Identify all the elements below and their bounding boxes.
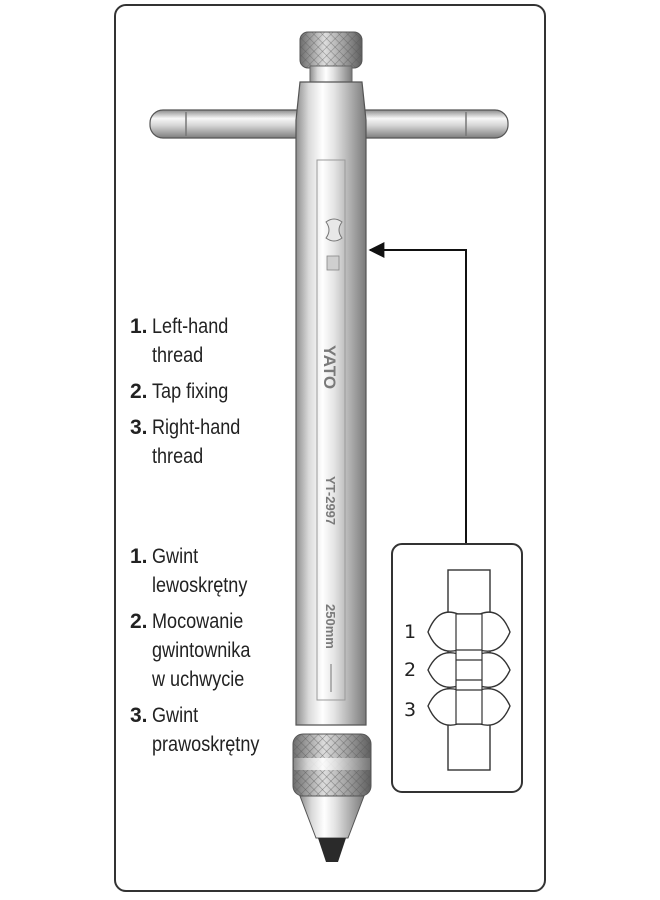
legend-text-line: gwintownika	[152, 639, 251, 662]
legend-text-line: Left-hand	[152, 315, 229, 338]
legend-pl-item-1: 1. Gwint lewoskrętny	[130, 542, 300, 600]
legend-text-line: Mocowanie	[152, 610, 244, 633]
detail-label-2: 2	[404, 659, 416, 681]
legend-number: 3.	[130, 704, 148, 727]
legend-text-line: Gwint	[152, 704, 199, 727]
legend-en-item-2: 2. Tap fixing	[130, 377, 300, 406]
legend-number: 1.	[130, 545, 148, 568]
legend-en-item-1: 1. Left-hand thread	[130, 312, 300, 370]
legend-english: 1. Left-hand thread 2. Tap fixing 3. Righ…	[130, 312, 300, 478]
legend-number: 2.	[130, 610, 148, 633]
ratchet-selector	[325, 218, 343, 242]
legend-number: 3.	[130, 416, 148, 439]
detail-inset: 1 2 3	[391, 543, 523, 793]
main-body: YATO YT-2997 250mm	[295, 81, 367, 726]
model-engraving: YT-2997	[323, 476, 338, 525]
legend-text-line: Tap fixing	[152, 380, 229, 403]
legend-en-item-3: 3. Right-hand thread	[130, 413, 300, 471]
legend-text-line: Gwint	[152, 545, 199, 568]
legend-text-line: thread	[152, 344, 204, 367]
legend-text-line: w uchwycie	[152, 668, 245, 691]
detail-label-1: 1	[404, 621, 416, 643]
bottom-chuck	[292, 733, 372, 862]
legend-text-line: prawoskrętny	[152, 733, 260, 756]
legend-text-line: thread	[152, 445, 204, 468]
legend-pl-item-3: 3. Gwint prawoskrętny	[130, 701, 300, 759]
top-knob	[299, 31, 363, 83]
legend-pl-item-2: 2. Mocowanie gwintownika w uchwycie	[130, 607, 300, 694]
length-engraving: 250mm	[323, 604, 338, 649]
detail-label-3: 3	[404, 699, 416, 721]
callout-arrow	[368, 242, 467, 544]
legend-number: 1.	[130, 315, 148, 338]
brand-engraving: YATO	[320, 345, 339, 389]
legend-number: 2.	[130, 380, 148, 403]
legend-text-line: lewoskrętny	[152, 574, 248, 597]
legend-text-line: Right-hand	[152, 416, 241, 439]
legend-polish: 1. Gwint lewoskrętny 2. Mocowanie gwintown…	[130, 542, 300, 766]
